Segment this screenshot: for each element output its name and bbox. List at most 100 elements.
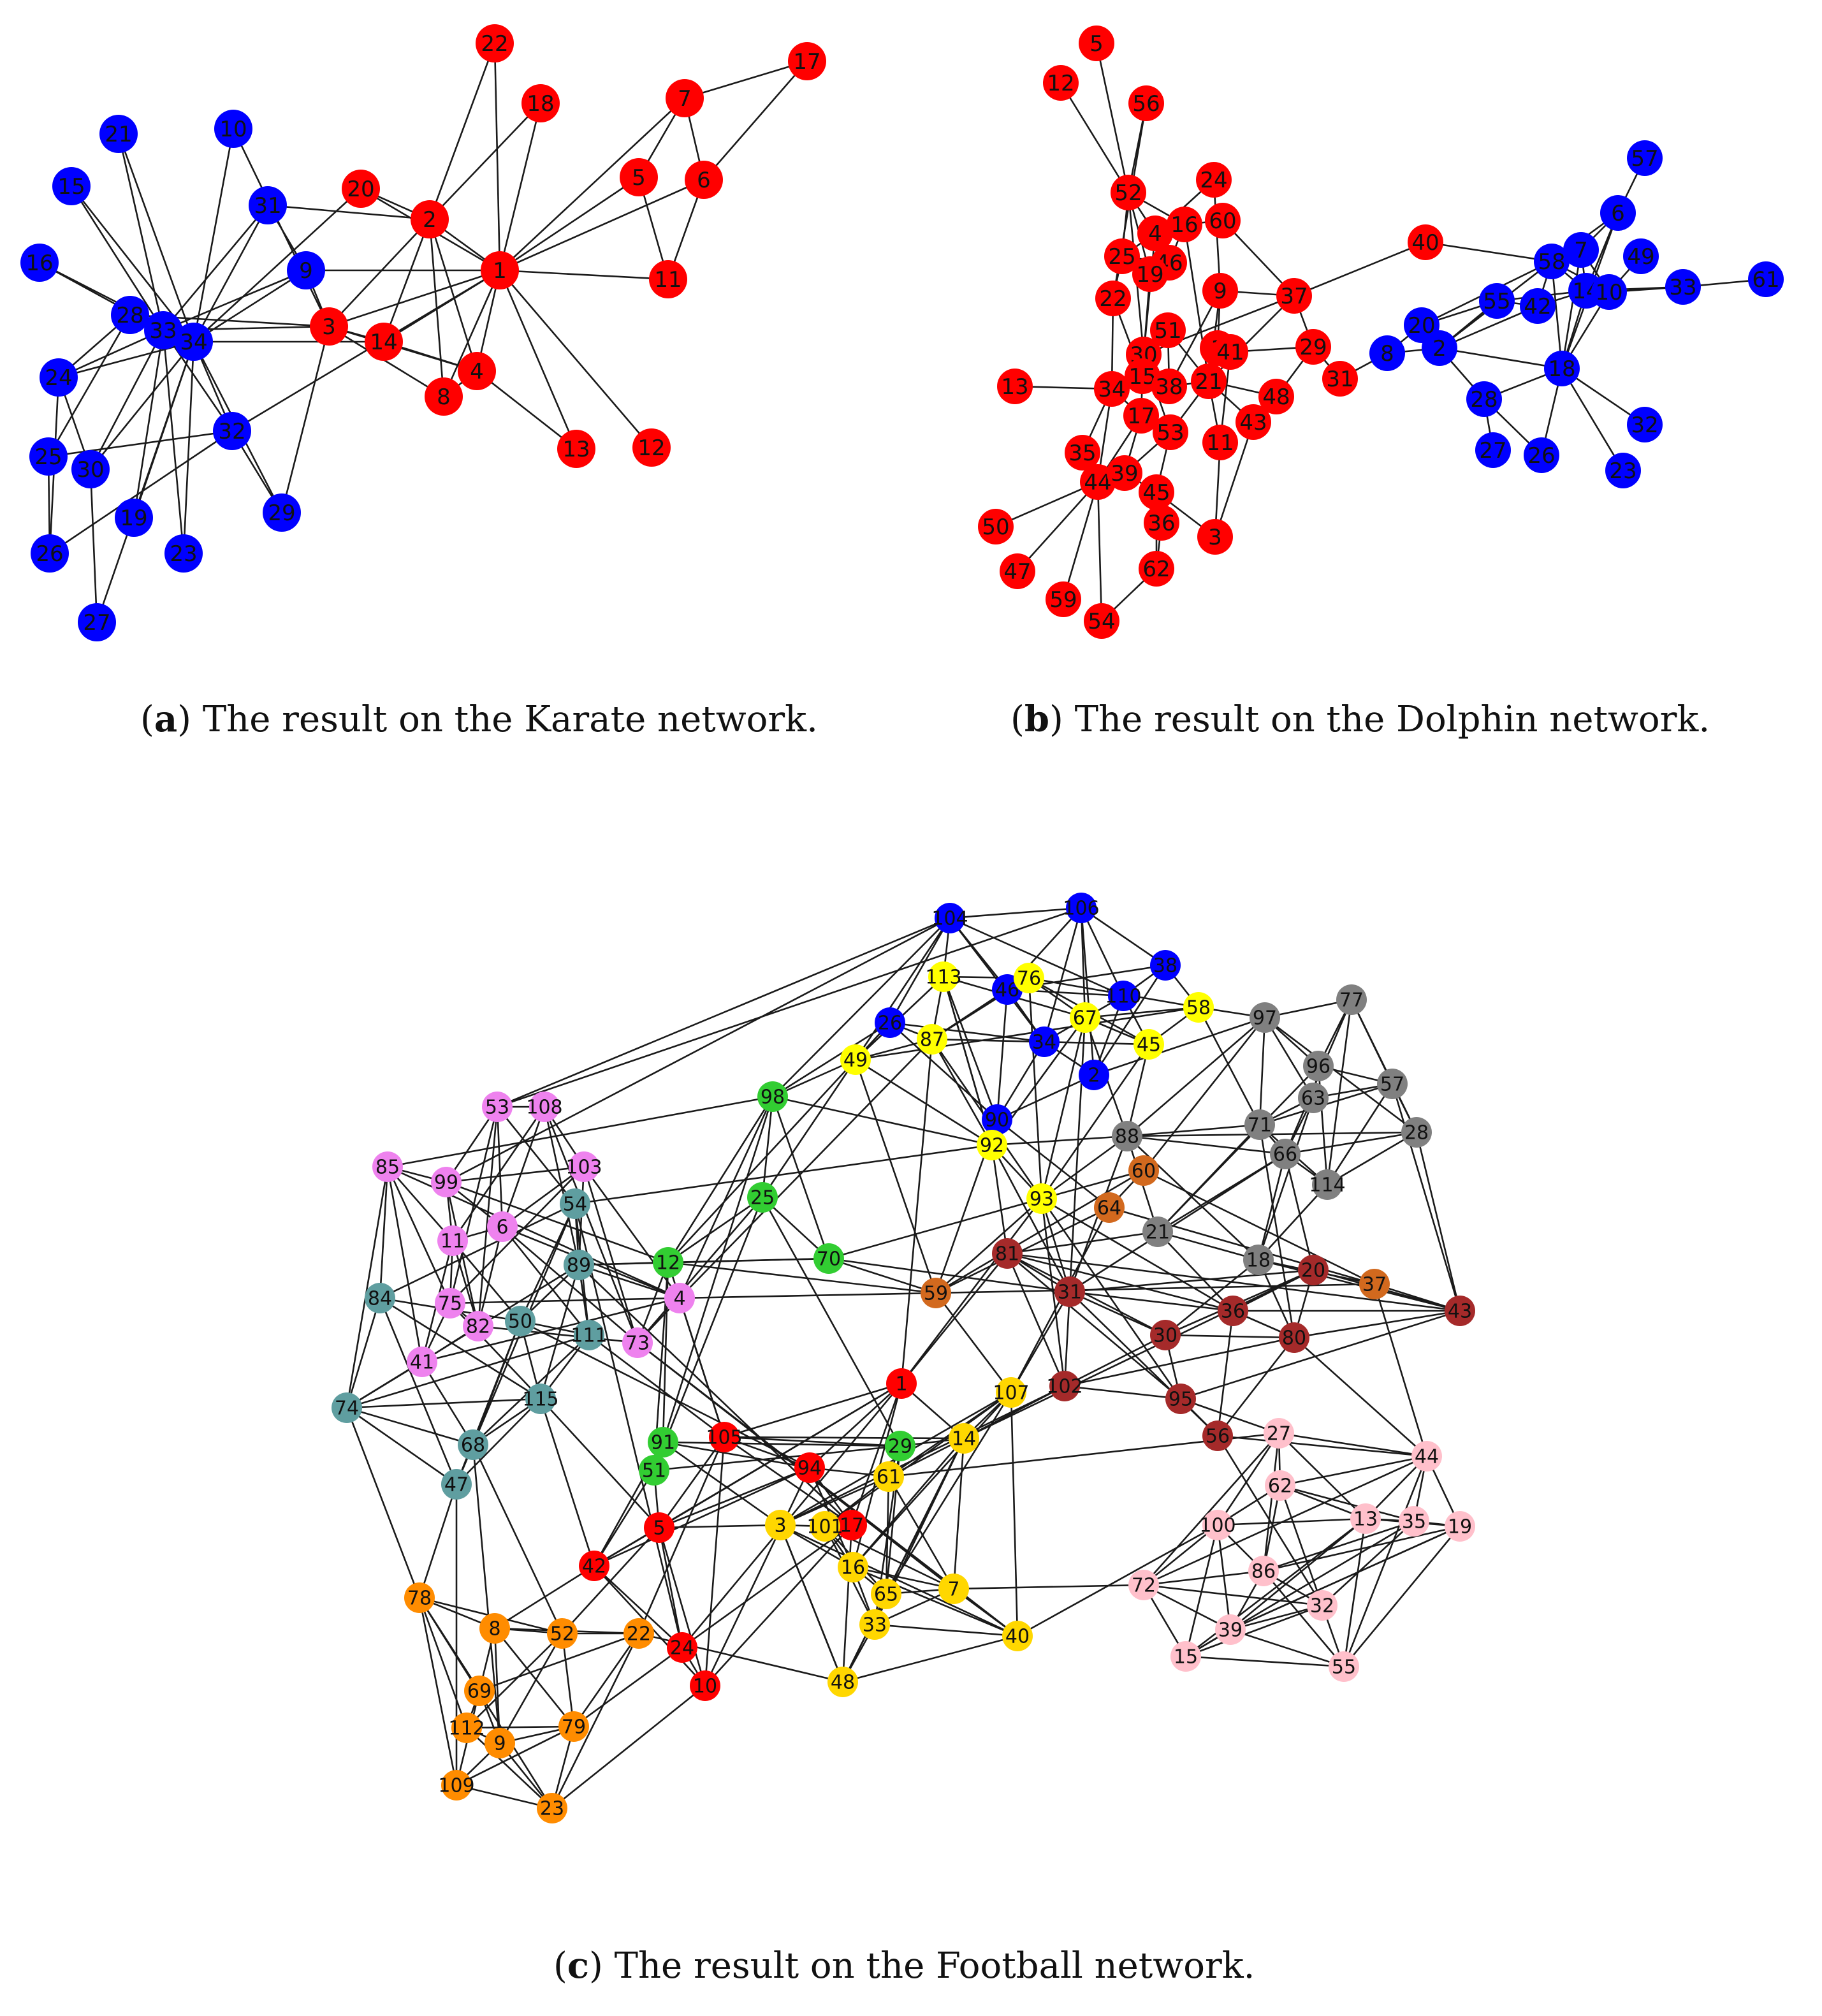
football-node-1: 1 xyxy=(886,1368,917,1399)
edge-104-98 xyxy=(772,917,951,1097)
node-label: 27 xyxy=(1479,438,1506,464)
node-label: 81 xyxy=(995,1243,1019,1266)
node-circle xyxy=(1196,162,1232,198)
caption-a-text: The result on the Karate network. xyxy=(202,699,818,740)
football-node-25: 25 xyxy=(747,1182,778,1213)
node-label: 31 xyxy=(1326,367,1353,392)
edge-88-71 xyxy=(1126,1123,1260,1137)
edge-1-18 xyxy=(499,103,542,271)
dolphin-node-54: 54 xyxy=(1084,603,1119,639)
node-circle xyxy=(639,1455,669,1486)
node-circle xyxy=(1445,1511,1475,1542)
edge-76-93 xyxy=(1028,977,1043,1199)
caption-a-label: a xyxy=(154,698,178,740)
node-label: 106 xyxy=(1063,898,1099,920)
node-label: 66 xyxy=(1273,1144,1297,1166)
node-circle xyxy=(1265,1470,1295,1501)
edge-4-105 xyxy=(678,1297,725,1438)
node-circle xyxy=(564,1250,594,1280)
node-circle xyxy=(175,323,213,361)
node-circle xyxy=(917,1024,947,1055)
edge-84-74 xyxy=(346,1297,381,1408)
edge-112-23 xyxy=(466,1727,553,1809)
dolphin-node-13: 13 xyxy=(997,369,1033,404)
football-node-37: 37 xyxy=(1359,1269,1390,1299)
edge-88-66 xyxy=(1126,1135,1286,1155)
node-circle xyxy=(1111,175,1146,210)
node-label: 78 xyxy=(407,1588,432,1610)
football-node-67: 67 xyxy=(1070,1002,1100,1033)
edge-46-90 xyxy=(996,989,1009,1120)
node-label: 59 xyxy=(1049,587,1077,613)
node-circle xyxy=(1125,358,1160,394)
football-node-52: 52 xyxy=(547,1618,578,1649)
football-node-10: 10 xyxy=(690,1670,720,1701)
node-circle xyxy=(1466,381,1502,417)
edge-85-11 xyxy=(387,1166,453,1241)
node-circle xyxy=(938,1574,969,1604)
node-label: 18 xyxy=(1548,356,1575,382)
edge-49-92 xyxy=(855,1058,993,1146)
edge-51-42 xyxy=(593,1470,655,1567)
edge-27-44 xyxy=(1278,1432,1427,1457)
node-label: 51 xyxy=(642,1460,666,1482)
football-node-23: 23 xyxy=(537,1793,567,1823)
edge-103-6 xyxy=(502,1165,585,1228)
edge-1-3 xyxy=(328,269,500,328)
edge-2-8 xyxy=(428,219,445,397)
football-node-17: 17 xyxy=(836,1510,867,1540)
karate-node-2: 2 xyxy=(411,200,449,238)
node-circle xyxy=(1123,398,1159,434)
football-node-71: 71 xyxy=(1244,1109,1275,1140)
node-circle xyxy=(1665,269,1701,305)
panel-dolphin: 5125652246041625461922937405130141291521… xyxy=(0,0,1822,639)
edge-93-31 xyxy=(1040,1198,1071,1292)
node-circle xyxy=(827,1667,858,1697)
edge-85-4 xyxy=(387,1165,680,1299)
node-circle xyxy=(1202,1510,1233,1540)
karate-node-33: 33 xyxy=(144,311,182,349)
edge-80-102 xyxy=(1064,1336,1295,1387)
edge-1-13 xyxy=(499,270,578,449)
node-label: 4 xyxy=(1148,221,1162,247)
node-circle xyxy=(537,1793,567,1823)
edge-64-90 xyxy=(996,1118,1110,1209)
node-label: 107 xyxy=(993,1382,1029,1405)
node-label: 74 xyxy=(335,1398,359,1420)
edge-2-22 xyxy=(428,43,496,220)
edge-2-97 xyxy=(1093,1016,1265,1076)
edge-8-9 xyxy=(493,1628,501,1744)
dolphin-node-44: 44 xyxy=(1080,464,1116,500)
node-label: 76 xyxy=(1017,968,1041,990)
edge-53-82 xyxy=(477,1106,499,1327)
football-node-27: 27 xyxy=(1264,1418,1294,1449)
edge-104-49 xyxy=(854,917,951,1060)
edge-60-97 xyxy=(1142,1017,1266,1171)
node-label: 33 xyxy=(149,318,177,344)
node-circle xyxy=(404,1582,435,1613)
node-label: 9 xyxy=(493,1733,506,1755)
edge-98-85 xyxy=(387,1095,773,1168)
edge-5-24 xyxy=(658,1527,683,1648)
node-circle xyxy=(1183,992,1214,1023)
node-circle xyxy=(709,1422,740,1452)
node-circle xyxy=(997,369,1033,404)
edge-32-39 xyxy=(1230,1604,1323,1631)
edge-67-93 xyxy=(1040,1017,1086,1199)
edge-6-17 xyxy=(703,61,808,180)
node-label: 92 xyxy=(980,1135,1004,1157)
node-label: 25 xyxy=(1108,244,1135,270)
edge-9-34 xyxy=(193,269,307,343)
dolphin-node-48: 48 xyxy=(1258,379,1294,414)
node-label: 16 xyxy=(1170,212,1198,238)
karate-node-28: 28 xyxy=(111,296,149,334)
edge-22-23 xyxy=(551,1633,640,1809)
football-node-68: 68 xyxy=(458,1429,488,1460)
edge-1-12 xyxy=(499,270,652,448)
edge-85-74 xyxy=(346,1166,389,1408)
edge-78-112 xyxy=(418,1597,468,1728)
node-label: 19 xyxy=(1448,1516,1472,1538)
node-circle xyxy=(213,412,251,450)
node-circle xyxy=(372,1151,403,1182)
node-circle xyxy=(996,1377,1026,1408)
